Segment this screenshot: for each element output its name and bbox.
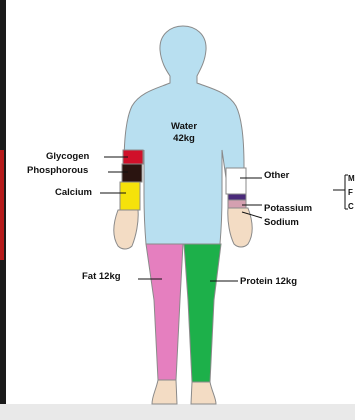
phosphorous-label: Phosphorous [27,165,88,176]
other-band [226,168,246,194]
phosphorous-band [122,164,142,182]
right-leg-protein [184,244,221,382]
calcium-label: Calcium [55,187,92,198]
water-value: 42kg [164,133,204,144]
protein-label: Protein 12kg [240,276,297,287]
right-foot [191,382,216,404]
bracket-letter-1: M [348,174,355,184]
other-label: Other [264,170,289,181]
left-hand [114,210,138,249]
glycogen-label: Glycogen [46,151,89,162]
bracket-letter-3: C [348,202,354,212]
left-leg-fat [146,244,183,380]
potassium-band [228,194,246,200]
water-label: Water [164,121,204,132]
sodium-band [228,200,246,208]
sodium-label: Sodium [264,217,299,228]
left-foot [152,380,177,404]
fat-label: Fat 12kg [82,271,121,282]
potassium-label: Potassium [264,203,312,214]
bracket-letter-2: F [348,188,353,198]
calcium-band [120,182,140,210]
